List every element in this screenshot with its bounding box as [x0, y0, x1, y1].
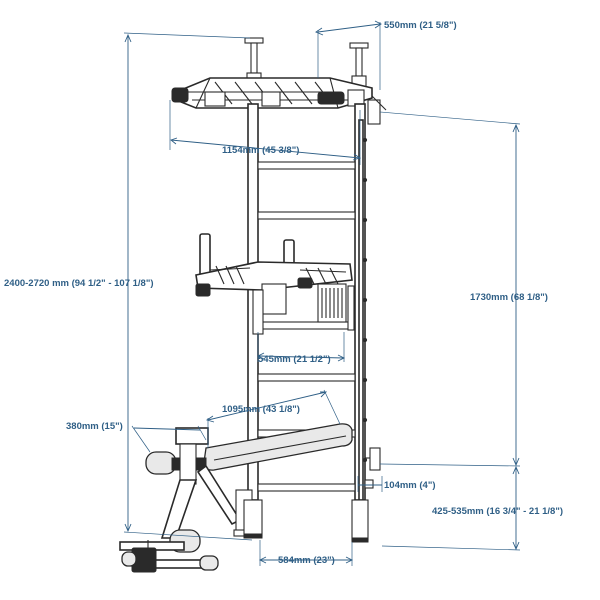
ladder-height-label: 1730mm (68 1/8") [470, 292, 548, 303]
bench-length-label: 1095mm (43 1/8") [222, 404, 300, 415]
bench-width-label: 380mm (15") [66, 421, 123, 432]
wall-offset-label: 104mm (4") [384, 480, 436, 491]
dip-station [195, 233, 355, 335]
rail-holes [362, 137, 368, 463]
wall-brackets [364, 447, 381, 489]
dimension-labels: 2400-2720 mm (94 1/2" - 107 1/8") 550mm … [4, 20, 563, 566]
floor-feet [243, 499, 369, 543]
pullup-width-label: 1154mm (45 3/8") [222, 145, 299, 156]
pullup-depth-label: 550mm (21 5/8") [384, 20, 457, 31]
dip-width-label: 545mm (21 1/2") [258, 354, 331, 365]
pullup-bar [171, 77, 387, 125]
dimension-lines [123, 20, 521, 566]
base-width-label: 584mm (23") [278, 555, 335, 566]
total-height-label: 2400-2720 mm (94 1/2" - 107 1/8") [4, 278, 154, 289]
base-rollers [119, 540, 219, 573]
bracket-height-label: 425-535mm (16 3/4" - 21 1/8") [432, 506, 563, 517]
equipment-drawing [119, 37, 387, 573]
